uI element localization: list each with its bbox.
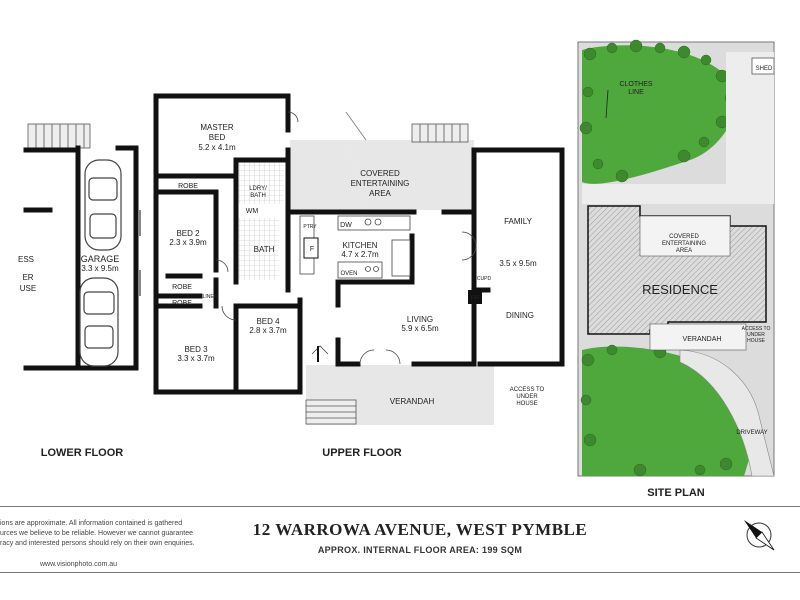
site-access-1: ACCESS TO — [742, 326, 771, 332]
ldry-bath-label-1: LDRY/ — [249, 186, 267, 192]
master-bed-dims: 5.2 x 4.1m — [198, 143, 236, 152]
covered-label-2: ENTERTAINING — [351, 179, 410, 188]
access-cut-1: ESS — [18, 255, 34, 264]
bath-floor — [237, 218, 279, 280]
stairs-lower — [27, 123, 91, 149]
lower-floor-title: LOWER FLOOR — [41, 447, 124, 459]
covered-label-1: COVERED — [360, 169, 400, 178]
website-link[interactable]: www.visionphoto.com.au — [40, 561, 118, 568]
footer-rule-top — [0, 506, 800, 507]
master-bed-label-2: BED — [209, 133, 226, 142]
site-covered-2: ENTERTAINING — [662, 241, 706, 247]
ldry-bath-label-2: BATH — [250, 193, 266, 199]
robe-label-3: ROBE — [172, 300, 192, 307]
covered-label-3: AREA — [369, 189, 391, 198]
kitchen-dims: 4.7 x 2.7m — [341, 250, 379, 259]
dining-label: DINING — [506, 311, 534, 320]
clothes-line-2: LINE — [628, 89, 644, 96]
upper-floor-title: UPPER FLOOR — [322, 447, 402, 459]
car-bottom — [79, 277, 119, 367]
living-label: LIVING — [407, 315, 433, 324]
clothes-line-1: CLOTHES — [619, 81, 652, 88]
lower-walls — [23, 145, 139, 371]
bed3-dims: 3.3 x 3.7m — [177, 354, 215, 363]
oven-label: OVEN — [340, 271, 357, 277]
kitchen-benches — [299, 215, 411, 279]
stairs-verandah — [305, 399, 357, 425]
upper-floor: MASTER BED 5.2 x 4.1m ROBE LDRY/ BATH WM… — [153, 93, 565, 459]
upper-room-labels: MASTER BED 5.2 x 4.1m ROBE LDRY/ BATH WM… — [169, 123, 544, 407]
f-label: F — [310, 246, 314, 253]
compass-icon — [744, 520, 775, 551]
site-plan: SHED CLOTHES LINE COVERED ENTERTAINING A… — [577, 39, 775, 499]
lower-floor: GARAGE 3.3 x 9.5m ESS ER USE LOWER FLOOR — [18, 123, 141, 459]
fireplace — [468, 290, 482, 304]
kitchen-label: KITCHEN — [342, 241, 377, 250]
verandah-label: VERANDAH — [390, 397, 435, 406]
access-cut-3: USE — [20, 284, 36, 293]
access-cut-2: ER — [22, 273, 33, 282]
garage-label: GARAGE — [81, 254, 120, 264]
residence-label: RESIDENCE — [642, 282, 718, 297]
shed-label: SHED — [756, 66, 773, 72]
ldry-floor — [236, 160, 284, 204]
lawn-top — [582, 45, 736, 184]
living-dims: 5.9 x 6.5m — [401, 324, 439, 333]
robe-label-1: ROBE — [178, 183, 198, 190]
property-address: 12 WARROWA AVENUE, WEST PYMBLE — [252, 520, 588, 539]
site-plan-title: SITE PLAN — [647, 487, 705, 499]
site-access-3: HOUSE — [747, 338, 765, 344]
access-under-1: ACCESS TO — [510, 387, 545, 393]
bed2-label: BED 2 — [176, 229, 200, 238]
master-bed-label-1: MASTER — [200, 123, 234, 132]
access-under-3: HOUSE — [516, 401, 537, 407]
site-covered-3: AREA — [676, 248, 692, 254]
bed2-dims: 2.3 x 3.9m — [169, 238, 207, 247]
bath-label: BATH — [254, 245, 275, 254]
bed4-dims: 2.8 x 3.7m — [249, 326, 287, 335]
stairs-upper — [411, 123, 469, 143]
shed — [751, 57, 775, 75]
car-top — [84, 159, 122, 251]
driveway-label: DRIVEWAY — [736, 430, 767, 436]
upper-walls — [153, 93, 565, 395]
access-under-2: UNDER — [516, 394, 538, 400]
site-access-2: UNDER — [747, 332, 765, 338]
covered-area-paving — [290, 140, 366, 210]
fp-label: FP — [471, 295, 480, 302]
cupd-label: CUPD — [477, 276, 492, 282]
family-label: FAMILY — [504, 217, 533, 226]
footer-rule-bottom — [0, 572, 800, 573]
robe-label-2: ROBE — [172, 284, 192, 291]
disclaimer-text: ions are approximate. All information co… — [0, 520, 195, 547]
linen-label: LINEN — [203, 294, 218, 300]
dw-label: DW — [340, 222, 352, 229]
floor-area: APPROX. INTERNAL FLOOR AREA: 199 SQM — [317, 545, 523, 555]
family-dims: 3.5 x 9.5m — [499, 259, 537, 268]
site-covered-1: COVERED — [669, 234, 699, 240]
garage-dims: 3.3 x 9.5m — [81, 264, 119, 273]
pantry-label: PTRY — [303, 224, 317, 230]
site-verandah: VERANDAH — [683, 336, 722, 343]
bed3-label: BED 3 — [184, 345, 208, 354]
wm-label: WM — [246, 208, 259, 215]
bed4-label: BED 4 — [256, 317, 280, 326]
driveway — [679, 349, 775, 477]
